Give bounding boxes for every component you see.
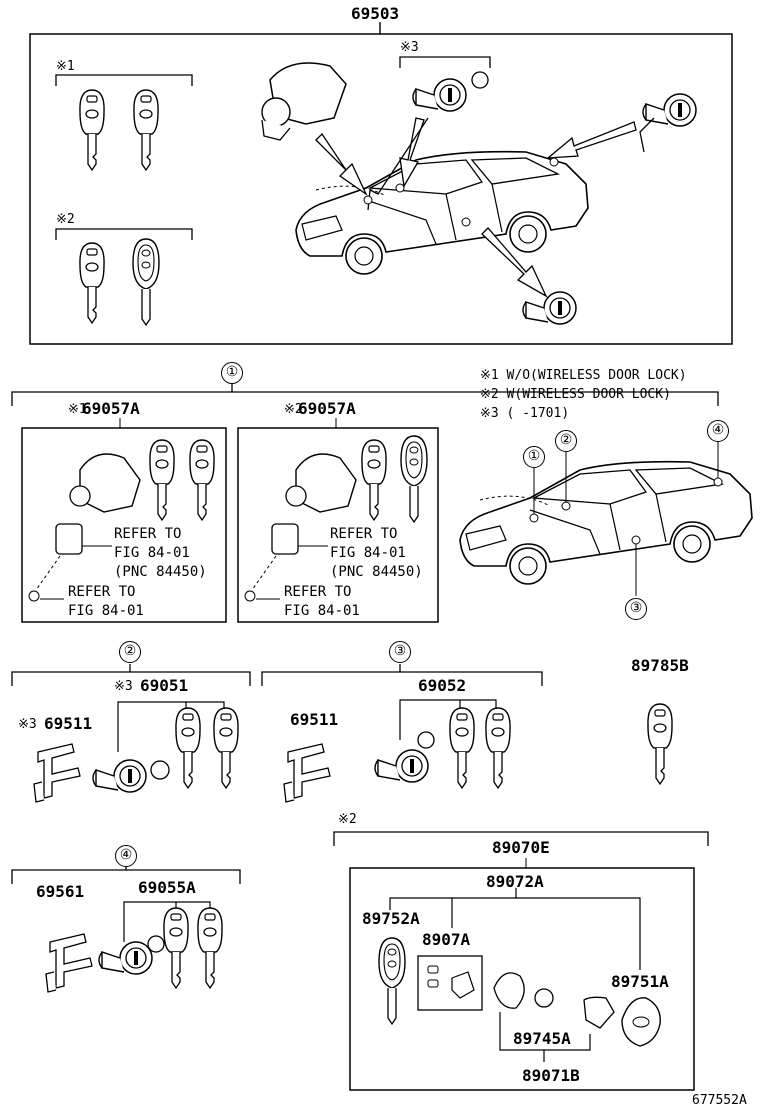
- section-callout-2: ②: [119, 641, 141, 663]
- kit-part-89070e: 89070E: [492, 838, 550, 857]
- section1-right-mark: ※2: [284, 402, 303, 417]
- legend-note-3: ※3 ( -1701): [480, 406, 570, 421]
- car-callout-4: ④: [707, 420, 729, 442]
- kit-sub-part-89072a: 89072A: [486, 872, 544, 891]
- section1-left-mark: ※1: [68, 402, 87, 417]
- section1-left-part: 69057A: [82, 399, 140, 418]
- kit-mark: ※2: [338, 812, 357, 827]
- section1-left-ref-84-01: REFER TO FIG 84-01: [68, 584, 144, 619]
- section3-sub-part: 69511: [290, 710, 339, 729]
- section2-sub-mark: ※3: [18, 717, 37, 732]
- kit-item-89071b: 89071B: [522, 1066, 580, 1085]
- legend-note-1: ※1 W/O(WIRELESS DOOR LOCK): [480, 368, 687, 383]
- part-number-69503: 69503: [351, 4, 400, 23]
- section2-part: 69051: [140, 676, 189, 695]
- car-callout-1: ①: [523, 446, 545, 468]
- note-mark-2: ※2: [56, 212, 75, 227]
- figure-id: 677552A: [692, 1093, 747, 1108]
- kit-item-89752a: 89752A: [362, 909, 420, 928]
- section4-sub-part: 69561: [36, 882, 85, 901]
- section2-sub-part: 69511: [44, 714, 93, 733]
- section-callout-4: ④: [115, 845, 137, 867]
- kit-item-8907a: 8907A: [422, 930, 471, 949]
- section-callout-3: ③: [389, 641, 411, 663]
- section1-left-ref-84450: REFER TO FIG 84-01 (PNC 84450): [114, 526, 207, 580]
- section1-right-ref-84-01: REFER TO FIG 84-01: [284, 584, 360, 619]
- section2-mark: ※3: [114, 679, 133, 694]
- section4-part: 69055A: [138, 878, 196, 897]
- kit-item-89751a: 89751A: [611, 972, 669, 991]
- legend-note-2: ※2 W(WIRELESS DOOR LOCK): [480, 387, 671, 402]
- section-callout-1: ①: [221, 362, 243, 384]
- part-number-89785b: 89785B: [631, 656, 689, 675]
- note-mark-1: ※1: [56, 59, 75, 74]
- car-callout-2: ②: [555, 430, 577, 452]
- section1-right-part: 69057A: [298, 399, 356, 418]
- kit-item-89745a: 89745A: [513, 1029, 571, 1048]
- section1-right-ref-84450: REFER TO FIG 84-01 (PNC 84450): [330, 526, 423, 580]
- car-callout-3: ③: [625, 598, 647, 620]
- note-mark-3: ※3: [400, 40, 419, 55]
- section3-part: 69052: [418, 676, 467, 695]
